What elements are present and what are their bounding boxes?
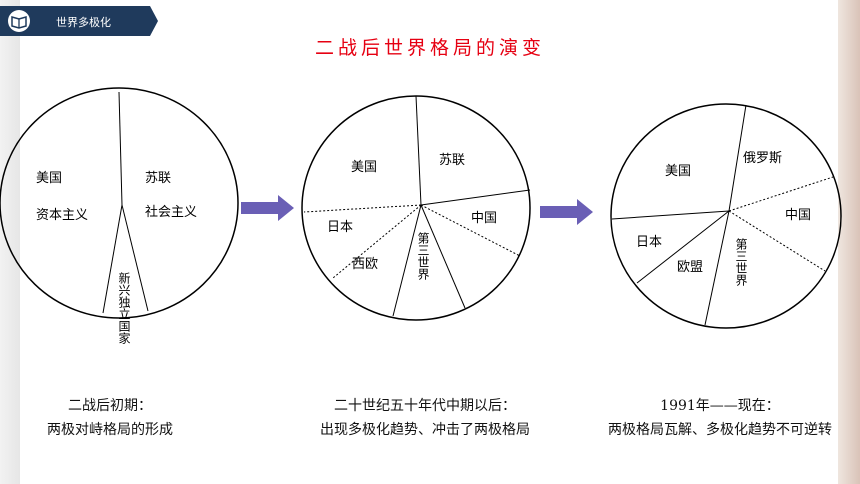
divider-line [121, 204, 149, 312]
label-ussr: 苏联 [145, 170, 171, 186]
open-book-icon [8, 10, 30, 32]
label-eu: 欧盟 [677, 260, 703, 275]
caption-stage-2: 二十世纪五十年代中期以后： 出现多极化趋势、冲击了两极格局 [280, 394, 570, 442]
label-usa: 美国 [665, 164, 691, 179]
arrow-right-icon [241, 195, 294, 221]
label-third-world: 第三世界 [734, 238, 748, 287]
circle-stage-2 [301, 95, 531, 321]
left-edge-decoration [0, 0, 20, 484]
header-banner: 世界多极化 [0, 6, 158, 36]
caption-heading: 二十世纪五十年代中期以后： [334, 398, 516, 414]
label-russia: 俄罗斯 [743, 151, 782, 166]
label-usa: 美国 [351, 160, 377, 175]
arrow-right-icon [540, 199, 593, 225]
pie-stage-3: 美国 俄罗斯 中国 日本 欧盟 第三世界 [610, 103, 842, 329]
caption-text: 两极格局瓦解、多极化趋势不可逆转 [608, 422, 832, 438]
label-usa: 美国 [36, 171, 62, 186]
label-western-europe: 西欧 [352, 257, 378, 272]
label-japan: 日本 [327, 220, 353, 235]
caption-heading: 1991年——现在： [660, 398, 780, 414]
pie-stage-2: 美国 苏联 日本 中国 西欧 第三世界 [301, 95, 531, 321]
divider-line [102, 204, 123, 314]
caption-stage-1: 二战后初期： 两极对峙格局的形成 [10, 394, 210, 442]
label-japan: 日本 [636, 235, 662, 250]
label-ussr: 苏联 [439, 152, 465, 168]
label-socialism: 社会主义 [145, 204, 197, 220]
banner-title: 世界多极化 [56, 16, 111, 29]
circle-stage-1 [0, 87, 239, 319]
caption-stage-3: 1991年——现在： 两极格局瓦解、多极化趋势不可逆转 [582, 394, 858, 442]
label-china: 中国 [471, 211, 497, 226]
label-newly-independent: 新兴独立国家 [117, 271, 131, 344]
divider-line [118, 91, 123, 206]
right-edge-decoration [838, 0, 860, 484]
pie-stage-1: 美国 资本主义 苏联 社会主义 新兴独立国家 [0, 87, 239, 344]
caption-text: 出现多极化趋势、冲击了两极格局 [320, 422, 530, 438]
caption-text: 两极对峙格局的形成 [47, 422, 173, 438]
circle-stage-3 [610, 103, 842, 329]
page-title: 二战后世界格局的演变 [314, 37, 545, 59]
label-capitalism: 资本主义 [36, 208, 88, 223]
label-china: 中国 [785, 208, 811, 223]
label-third-world: 第三世界 [416, 232, 430, 281]
caption-heading: 二战后初期： [68, 398, 152, 414]
